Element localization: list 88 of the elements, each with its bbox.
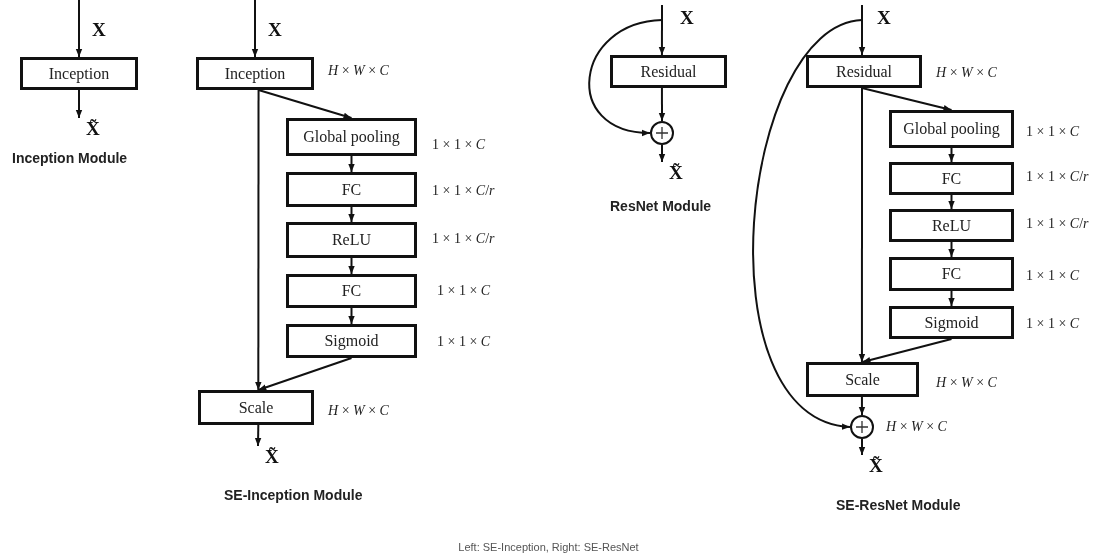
tensor-symbol: X xyxy=(877,7,891,29)
layer-name: FC xyxy=(341,282,362,300)
layer-box xyxy=(286,118,417,156)
arrow xyxy=(858,87,866,363)
tensor-symbol: X xyxy=(680,7,694,29)
arrow xyxy=(251,0,259,58)
arrow xyxy=(948,241,955,258)
layer-name: FC xyxy=(341,180,362,199)
output-symbol: X̃ xyxy=(856,455,896,481)
arrow xyxy=(948,194,955,210)
layer-name: ReLU xyxy=(331,231,372,249)
sum-circle xyxy=(850,415,874,439)
layer-box xyxy=(286,324,417,358)
arrow xyxy=(75,89,83,119)
arrow xyxy=(861,338,953,364)
arrow xyxy=(858,396,866,416)
layer-box xyxy=(286,222,417,258)
layer-box xyxy=(196,57,314,90)
layer-box xyxy=(198,390,314,425)
layer-box xyxy=(806,362,919,397)
layer-box xyxy=(889,162,1014,195)
layer-box xyxy=(286,274,417,308)
arrow xyxy=(348,155,355,173)
arrow xyxy=(948,290,955,307)
arrow xyxy=(658,4,666,56)
sum-circle xyxy=(650,121,674,145)
module-title: ResNet Module xyxy=(610,198,712,214)
layer-name: ReLU xyxy=(931,216,972,235)
tensor-shape-label: 1 × 1 × C/r xyxy=(1026,216,1089,232)
tensor-shape-label: H × W × C xyxy=(328,63,389,79)
layer-box xyxy=(889,306,1014,339)
layer-box xyxy=(286,172,417,207)
layer-box xyxy=(20,57,138,90)
tensor-shape-label: 1 × 1 × C xyxy=(1026,268,1080,284)
arrow xyxy=(257,89,353,119)
tensor-shape-label: 1 × 1 × C xyxy=(437,334,491,350)
layer-box xyxy=(889,209,1014,242)
tensor-shape-label: 1 × 1 × C/r xyxy=(432,231,495,247)
module-title: Inception Module xyxy=(12,150,128,166)
tensor-shape-label: 1 × 1 × C xyxy=(437,283,491,299)
layer-box xyxy=(889,110,1014,148)
module-title: SE-Inception Module xyxy=(224,487,363,503)
tensor-shape-label: H × W × C xyxy=(328,403,389,419)
layer-name: Inception xyxy=(48,64,110,83)
tensor-shape-label: 1 × 1 × C xyxy=(1026,124,1080,140)
layer-box xyxy=(610,55,727,88)
tensor-shape-label: H × W × C xyxy=(886,419,947,435)
arrow xyxy=(255,89,262,391)
layer-name: Residual xyxy=(640,62,697,81)
arrow xyxy=(588,19,663,136)
arrow xyxy=(348,307,355,325)
layer-name: Sigmoid xyxy=(924,313,979,332)
layer-name: Scale xyxy=(238,398,274,417)
output-symbol: X̃ xyxy=(656,162,696,188)
module-title: SE-ResNet Module xyxy=(836,497,961,513)
tensor-shape-label: H × W × C xyxy=(936,65,997,81)
arrow xyxy=(257,357,353,391)
layer-name: Global pooling xyxy=(303,128,400,146)
arrow xyxy=(858,438,866,456)
output-symbol: X̃ xyxy=(73,118,113,144)
layer-name: FC xyxy=(941,265,962,283)
arrow xyxy=(75,0,83,58)
caption: Left: SE-Inception, Right: SE-ResNet xyxy=(458,541,639,553)
tensor-symbol: X xyxy=(92,19,106,41)
arrow xyxy=(348,257,355,275)
arrow xyxy=(752,19,863,428)
arrow xyxy=(948,147,955,163)
layer-name: Residual xyxy=(836,62,892,81)
tensor-shape-label: H × W × C xyxy=(936,375,997,391)
tensor-shape-label: 1 × 1 × C xyxy=(432,137,486,153)
tensor-symbol: X xyxy=(268,19,282,41)
layer-box xyxy=(889,257,1014,291)
tensor-shape-label: 1 × 1 × C/r xyxy=(1026,169,1089,185)
arrow xyxy=(858,4,866,56)
arrow xyxy=(348,206,355,223)
layer-name: Global pooling xyxy=(903,120,1000,138)
tensor-shape-label: 1 × 1 × C xyxy=(1026,316,1080,332)
layer-name: Inception xyxy=(224,64,286,83)
layer-name: Sigmoid xyxy=(324,332,379,350)
layer-box xyxy=(806,55,922,88)
layer-name: FC xyxy=(941,169,962,188)
layer-name: Scale xyxy=(845,370,880,389)
tensor-shape-label: 1 × 1 × C/r xyxy=(432,183,495,199)
arrow xyxy=(861,87,953,112)
arrow xyxy=(658,144,666,163)
arrow xyxy=(658,87,666,122)
arrow xyxy=(254,424,262,447)
output-symbol: X̃ xyxy=(252,446,292,472)
